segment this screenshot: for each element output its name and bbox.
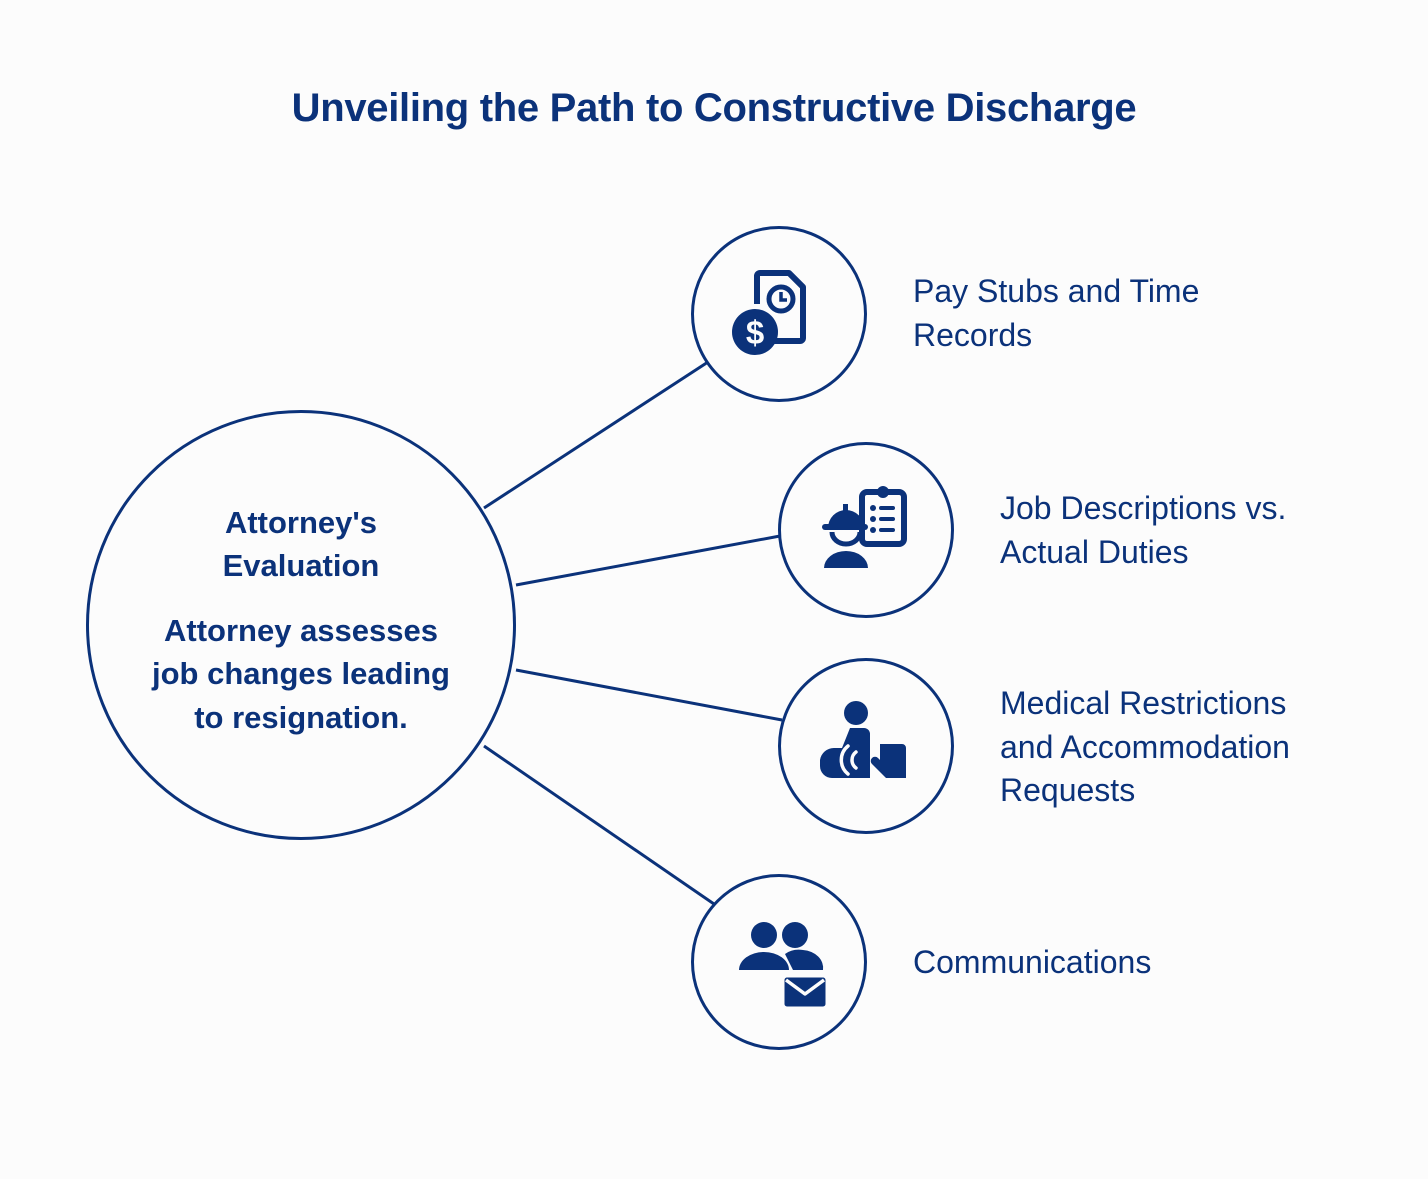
connector-line-1 [483,360,709,510]
node-communications [691,874,867,1050]
center-node-description: Attorney assesses job changes leading to… [152,612,450,735]
node-label-pay-stubs: Pay Stubs and Time Records [913,273,1200,353]
worker-clipboard-icon [822,486,907,568]
node-label-job-descriptions: Job Descriptions vs. Actual Duties [1000,490,1287,570]
node-label-communications: Communications [913,944,1152,980]
node-job-descriptions [778,442,954,618]
people-envelope-icon [739,922,827,1010]
svg-text:$: $ [746,314,764,351]
node-pay-stubs: $ [691,226,867,402]
connector-line-4 [483,744,715,906]
center-node-attorney-evaluation: Attorney's Evaluation Attorney assesses … [86,410,516,840]
pay-stub-clock-dollar-icon: $ [732,270,806,355]
person-medical-accommodation-icon [820,701,906,778]
connector-line-2 [515,534,781,587]
node-label-medical-restrictions: Medical Restrictions and Accommodation R… [1000,685,1290,808]
node-medical-restrictions [778,658,954,834]
connector-line-3 [515,668,783,722]
page-title: Unveiling the Path to Constructive Disch… [291,86,1137,130]
center-node-title: Attorney's Evaluation [222,504,380,583]
